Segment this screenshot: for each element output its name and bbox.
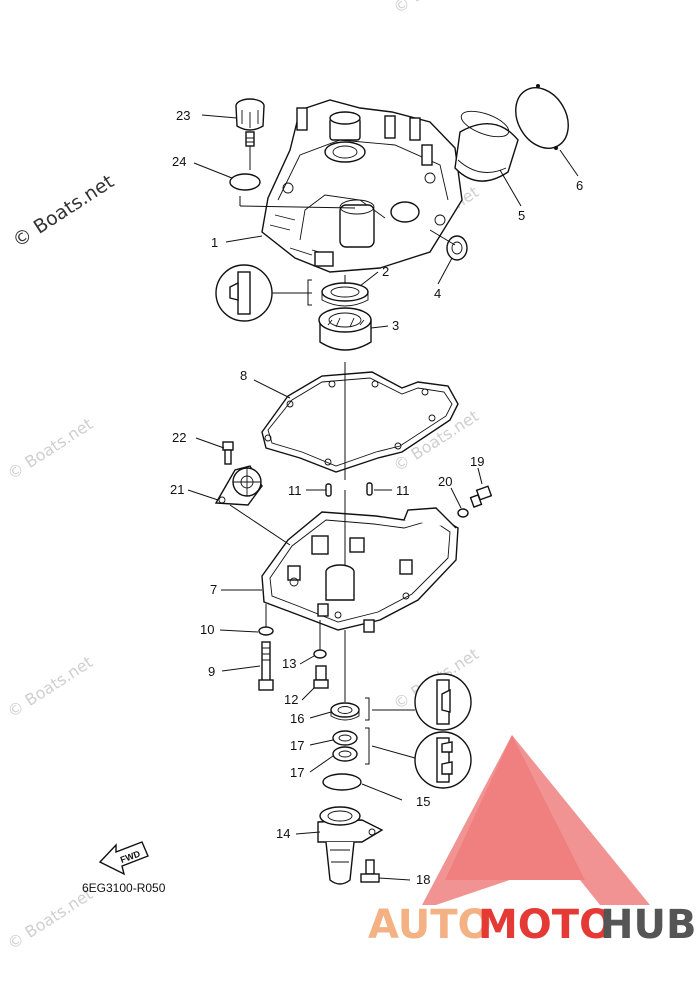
callout-10: 10	[200, 622, 214, 637]
o-ring-15	[322, 773, 362, 791]
washer-10	[258, 626, 274, 636]
clip-6	[515, 84, 569, 150]
callout-15: 15	[416, 794, 430, 809]
assembly-axis-lines	[229, 146, 456, 702]
oil-filler-cap	[235, 98, 265, 147]
cover-5	[454, 110, 519, 182]
callout-14: 14	[276, 826, 290, 841]
crankcase-cover	[261, 99, 463, 273]
callout-17b: 17	[290, 765, 304, 780]
oil-seal-16	[330, 702, 360, 721]
diagram-code: 6EG3100-R050	[82, 881, 166, 895]
bolt-22	[222, 441, 234, 465]
callout-1: 1	[211, 235, 218, 250]
brand-logo	[422, 735, 650, 905]
callout-16: 16	[290, 711, 304, 726]
callout-11a: 11	[288, 483, 302, 498]
callout-17a: 17	[290, 738, 304, 753]
pump-21	[214, 465, 263, 506]
watermark-repeat: © Boats.net	[390, 0, 482, 17]
callout-18: 18	[416, 872, 430, 887]
brand-auto: AUTO	[368, 902, 492, 948]
oil-seal-17b	[332, 746, 358, 762]
watermark-repeat: © Boats.net	[4, 414, 96, 483]
detail-inset-17	[365, 727, 472, 789]
callout-7: 7	[210, 582, 217, 597]
o-ring-24	[229, 173, 261, 191]
callout-5: 5	[518, 208, 525, 223]
callout-6: 6	[576, 178, 583, 193]
bolt-9	[258, 641, 274, 691]
brand-wordmark: AUTO MOTO HUB	[368, 902, 696, 948]
watermark-main: © Boats.net	[9, 171, 118, 253]
brand-moto: MOTO	[478, 902, 613, 948]
oil-seal-17a	[332, 730, 358, 746]
brand-hub: HUB	[600, 902, 696, 948]
washer-13	[313, 649, 327, 659]
callout-9: 9	[208, 664, 215, 679]
oil-seal-4	[446, 235, 468, 261]
callout-23: 23	[176, 108, 190, 123]
bearing-3	[318, 307, 372, 351]
callout-labels: 23 24 1 2 3 4 5 6 8 22 21 11 11 19 20 7 …	[170, 108, 583, 887]
logo-triangle	[445, 735, 585, 880]
oil-pan-7	[261, 507, 459, 633]
leader-lines	[187, 114, 579, 881]
logo-triangle-shape	[422, 735, 650, 905]
logo-triangle-inner	[490, 820, 545, 868]
callout-20: 20	[438, 474, 452, 489]
washer-20	[457, 508, 469, 518]
bolt-19	[469, 485, 493, 508]
callout-19: 19	[470, 454, 484, 469]
callout-13: 13	[282, 656, 296, 671]
bearing-2	[321, 282, 369, 307]
dowel-pin-11b	[366, 482, 373, 496]
bolt-18	[360, 859, 380, 883]
fwd-arrow-icon: FWD	[98, 841, 149, 876]
callout-24: 24	[172, 154, 186, 169]
dowel-pin-11a	[325, 483, 332, 497]
drive-shaft-housing-14	[317, 806, 384, 885]
callout-12: 12	[284, 692, 298, 707]
callout-11b: 11	[396, 483, 410, 498]
detail-inset-2	[215, 264, 312, 322]
callout-3: 3	[392, 318, 399, 333]
callout-8: 8	[240, 368, 247, 383]
callout-2: 2	[382, 264, 389, 279]
watermark-repeat: © Boats.net	[4, 652, 96, 721]
bolt-12	[313, 665, 329, 689]
callout-21: 21	[170, 482, 184, 497]
gasket-8	[261, 371, 459, 473]
callout-22: 22	[172, 430, 186, 445]
detail-inset-16	[365, 673, 472, 731]
callout-4: 4	[434, 286, 441, 301]
